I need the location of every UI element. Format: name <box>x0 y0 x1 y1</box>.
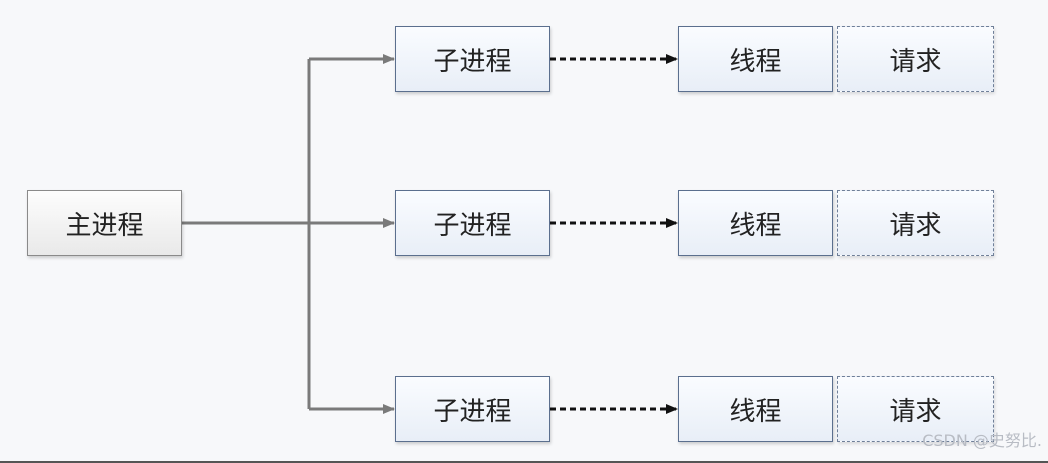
child-process-label: 子进程 <box>433 210 512 241</box>
request-node-3: 请求 <box>837 376 994 442</box>
thread-node-2: 线程 <box>678 190 833 256</box>
thread-node-1: 线程 <box>678 26 833 92</box>
request-node-1: 请求 <box>837 26 994 92</box>
request-label: 请求 <box>889 46 942 77</box>
thread-label: 线程 <box>729 46 782 77</box>
main-process-node: 主进程 <box>27 190 182 256</box>
thread-label: 线程 <box>729 396 782 427</box>
child-process-label: 子进程 <box>433 396 512 427</box>
child-process-label: 子进程 <box>433 46 512 77</box>
thread-node-3: 线程 <box>678 376 833 442</box>
watermark-text: CSDN @史努比. <box>922 431 1042 450</box>
request-label: 请求 <box>889 396 942 427</box>
child-process-node-3: 子进程 <box>395 376 550 442</box>
request-node-2: 请求 <box>837 190 994 256</box>
request-label: 请求 <box>889 210 942 241</box>
thread-label: 线程 <box>729 210 782 241</box>
child-process-node-1: 子进程 <box>395 26 550 92</box>
bottom-divider <box>0 461 1048 463</box>
main-process-label: 主进程 <box>65 210 144 241</box>
child-process-node-2: 子进程 <box>395 190 550 256</box>
